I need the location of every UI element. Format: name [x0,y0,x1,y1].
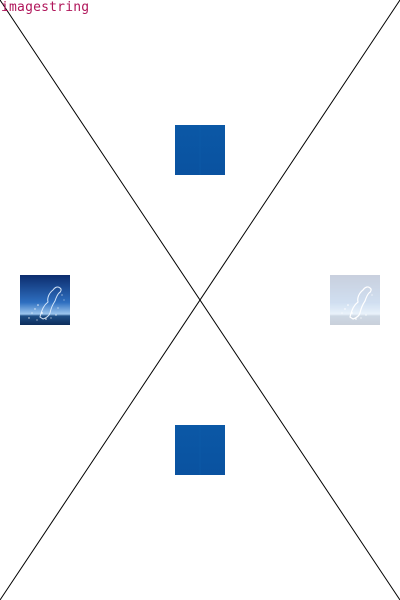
horse-photo-left [20,275,70,325]
blue-square-bottom [175,425,225,475]
imagestring-label: imagestring [1,0,90,15]
blue-square-top [175,125,225,175]
horse-photo-right-faded [330,275,380,325]
